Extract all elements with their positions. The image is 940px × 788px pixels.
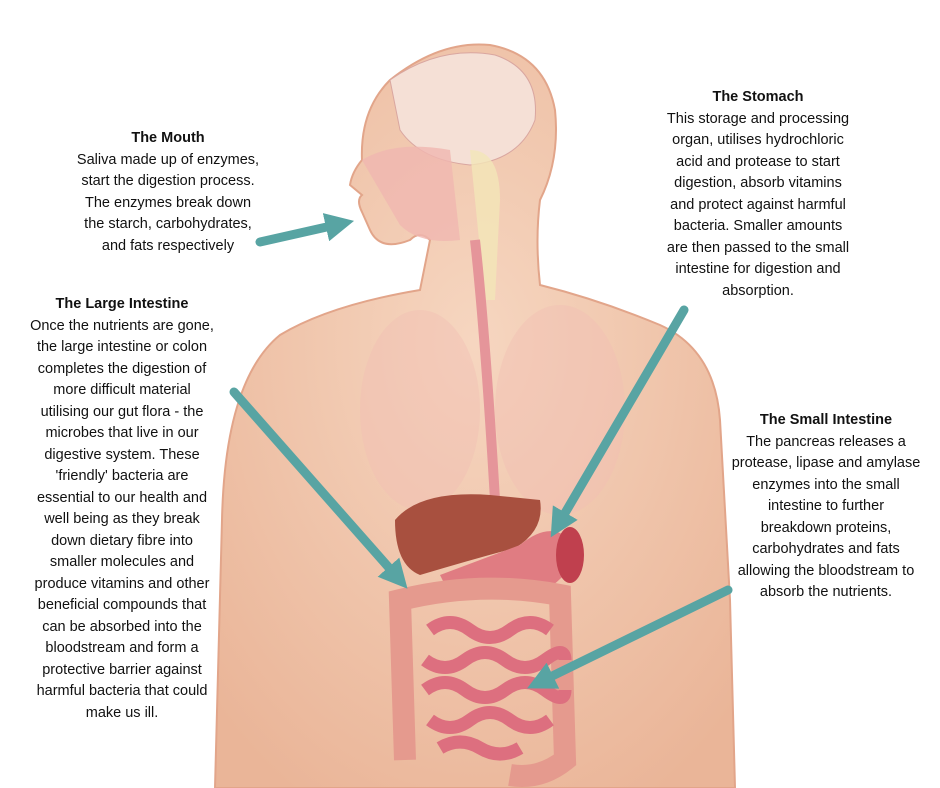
mouth-arrow: [255, 213, 355, 247]
large-intestine-line: the large intestine or colon: [36, 339, 208, 355]
stomach-line: absorption.: [722, 282, 794, 299]
large-intestine-line: essential to our health and: [36, 489, 208, 506]
large-intestine-line: digestive system. These: [44, 446, 200, 463]
large-intestine-line: make us ill.: [85, 704, 159, 721]
large-intestine-line: Once the nutrients are gone,: [30, 317, 214, 334]
large-intestine-label: The Large Intestine Once the nutrients a…: [0, 294, 252, 724]
small-intestine-line: enzymes into the small: [752, 476, 900, 493]
large-intestine-line: 'friendly' bacteria are: [55, 468, 189, 484]
large-intestine-line: can be absorbed into the: [42, 618, 202, 635]
stomach-line: and protect against harmful: [670, 196, 846, 213]
stomach-arrow: [550, 305, 689, 538]
mouth-line: start the digestion process.: [81, 173, 255, 189]
mouth-title: The Mouth: [131, 130, 205, 146]
small-intestine-line: allowing the bloodstream to: [737, 562, 915, 579]
large-intestine-line: produce vitamins and other: [34, 575, 210, 592]
large-intestine-line: harmful bacteria that could: [36, 683, 208, 699]
small-intestine-title: The Small Intestine: [759, 412, 893, 428]
large-intestine-line: smaller molecules and: [49, 554, 195, 570]
mouth-line: and fats respectively: [101, 237, 235, 254]
small-intestine-organ: [421, 616, 572, 761]
small-intestine-line: The pancreas releases a: [746, 433, 906, 450]
stomach-line: This storage and processing: [666, 110, 850, 127]
mouth-label: The Mouth Saliva made up of enzymes, sta…: [40, 128, 296, 257]
large-intestine-line: more difficult material: [53, 382, 191, 398]
arrows: [229, 213, 733, 689]
stomach-line: intestine for digestion and: [675, 261, 841, 277]
small-intestine-arrow: [527, 585, 733, 689]
mouth-line: The enzymes break down: [84, 194, 252, 211]
large-intestine-line: protective barrier against: [42, 661, 202, 678]
large-intestine-arrow: [229, 387, 408, 589]
stomach-line: digestion, absorb vitamins: [674, 175, 842, 191]
human-body: [213, 43, 737, 788]
large-intestine-organ: [388, 577, 577, 787]
large-intestine-line: utilising our gut flora - the: [40, 403, 204, 420]
mouth-line: Saliva made up of enzymes,: [76, 151, 260, 168]
small-intestine-label: The Small Intestine The pancreas release…: [696, 410, 940, 604]
large-intestine-line: beneficial compounds that: [37, 597, 207, 613]
stomach-line: are then passed to the small: [666, 239, 850, 256]
small-intestine-line: intestine to further: [767, 498, 885, 514]
large-intestine-line: well being as they break: [44, 511, 200, 527]
small-intestine-line: breakdown proteins,: [760, 519, 892, 536]
small-intestine-line: carbohydrates and fats: [752, 541, 900, 557]
large-intestine-line: completes the digestion of: [37, 360, 207, 377]
large-intestine-line: microbes that live in our: [45, 425, 199, 441]
small-intestine-line: protease, lipase and amylase: [731, 455, 921, 471]
stomach-line: organ, utilises hydrochloric: [672, 132, 844, 148]
stomach-line: acid and protease to start: [676, 153, 840, 170]
stomach-line: bacteria. Smaller amounts: [673, 218, 843, 234]
large-intestine-line: down dietary fibre into: [51, 532, 193, 549]
stomach-title: The Stomach: [712, 89, 804, 105]
mouth-line: the starch, carbohydrates,: [84, 216, 252, 232]
liver: [395, 494, 541, 575]
large-intestine-line: bloodstream and form a: [45, 640, 199, 656]
small-intestine-line: absorb the nutrients.: [759, 584, 893, 600]
stomach-label: The Stomach This storage and processing …: [628, 87, 888, 302]
large-intestine-title: The Large Intestine: [55, 296, 189, 312]
